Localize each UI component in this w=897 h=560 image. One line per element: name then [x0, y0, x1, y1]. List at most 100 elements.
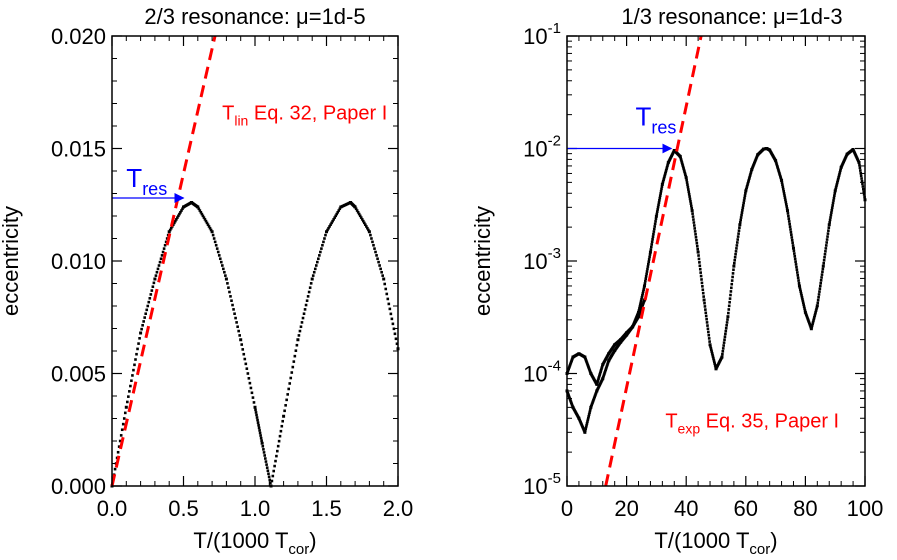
data-point-trace: [307, 290, 311, 294]
data-point-trace: [227, 286, 230, 289]
data-point-trace: [323, 237, 326, 240]
data-point: [738, 223, 742, 227]
data-point-trace: [735, 247, 738, 250]
data-point-trace: [703, 305, 707, 308]
data-point-trace: [711, 355, 715, 359]
data-point-trace: [794, 260, 797, 263]
data-point-trace: [697, 254, 700, 257]
y-tick-label: 0.015: [51, 137, 106, 162]
data-point-trace: [606, 360, 610, 364]
data-point-trace: [692, 224, 696, 227]
data-point-trace: [233, 312, 236, 316]
data-point-trace: [777, 170, 781, 174]
data-point-trace: [301, 316, 305, 320]
data-point-trace: [796, 276, 800, 280]
data-point-trace: [286, 393, 289, 396]
data-point-trace: [830, 206, 834, 210]
data-point-trace: [354, 207, 358, 211]
data-point-trace: [265, 463, 268, 466]
data-point-trace: [859, 174, 863, 178]
data-point-trace: [685, 178, 688, 182]
data-point-trace: [706, 324, 709, 327]
data-point-trace: [822, 258, 826, 262]
data-point-trace: [269, 481, 272, 485]
data-point-trace: [731, 275, 734, 279]
data-point-trace: [648, 253, 652, 256]
data-point-trace: [380, 270, 383, 274]
data-point-trace: [739, 218, 742, 222]
data-point-trace: [639, 299, 643, 303]
data-point-trace: [790, 236, 794, 239]
data-point-trace: [683, 170, 686, 173]
data-point-trace: [370, 237, 373, 240]
data-point: [833, 189, 837, 193]
data-point-trace: [683, 171, 687, 175]
data-point-trace: [377, 260, 380, 264]
data-point: [702, 298, 706, 302]
data-point-trace: [394, 337, 398, 341]
data-point-trace: [638, 303, 642, 307]
data-point-trace: [730, 279, 734, 282]
data-point-trace: [682, 167, 685, 170]
data-point-trace: [662, 178, 665, 181]
data-point-trace: [659, 192, 662, 195]
data-point-trace: [660, 187, 663, 191]
data-point-trace: [148, 296, 152, 300]
data-point: [654, 214, 658, 218]
data-point-trace: [161, 250, 165, 254]
data-point-trace: [320, 247, 323, 250]
data-point-trace: [779, 177, 783, 181]
left-data-series: [110, 35, 400, 488]
y-tick-label: 0.010: [51, 249, 106, 274]
data-point-trace: [723, 335, 727, 339]
data-point: [690, 209, 694, 213]
x-tick-label: 60: [734, 496, 758, 521]
data-point-trace: [337, 209, 341, 212]
data-point-trace: [654, 220, 657, 223]
data-point-trace: [775, 162, 778, 165]
data-point-trace: [157, 264, 161, 267]
data-point-trace: [373, 247, 376, 250]
data-point-trace: [653, 222, 657, 226]
data-point-trace: [679, 158, 683, 161]
data-point-trace: [243, 357, 247, 361]
data-point-trace: [168, 228, 172, 232]
data-point-trace: [127, 395, 130, 398]
data-point-trace: [660, 185, 664, 188]
data-point-trace: [657, 201, 661, 204]
data-point-trace: [773, 158, 777, 162]
data-point-trace: [223, 270, 226, 274]
data-point-trace: [254, 411, 258, 414]
data-point-trace: [230, 299, 233, 302]
right-plot-frame: [566, 35, 866, 487]
data-point-trace: [665, 167, 668, 171]
data-point-trace: [723, 338, 726, 342]
data-point-trace: [730, 282, 734, 286]
data-point-trace: [289, 376, 293, 380]
data-point-trace: [735, 241, 739, 244]
data-point-trace: [748, 175, 751, 179]
data-point-trace: [826, 232, 830, 235]
data-point-trace: [794, 263, 798, 266]
x-tick-label: 80: [793, 496, 817, 521]
x-tick-label: 40: [674, 496, 698, 521]
data-point-trace: [287, 387, 291, 391]
data-point-trace: [589, 407, 592, 411]
data-point-trace: [652, 230, 656, 233]
data-point-trace: [271, 474, 275, 478]
data-point-trace: [782, 192, 786, 195]
data-point-trace: [722, 341, 726, 344]
data-point-trace: [308, 286, 312, 289]
data-point-trace: [639, 301, 642, 305]
data-point-trace: [226, 282, 229, 285]
data-point-trace: [698, 261, 701, 264]
data-point-trace: [390, 317, 394, 321]
data-point-trace: [250, 391, 254, 395]
data-point-trace: [738, 221, 742, 224]
data-point-trace: [232, 308, 235, 311]
data-point-trace: [663, 175, 666, 178]
data-point-trace: [176, 216, 179, 219]
data-point-trace: [791, 241, 794, 245]
data-point-trace: [328, 225, 331, 228]
